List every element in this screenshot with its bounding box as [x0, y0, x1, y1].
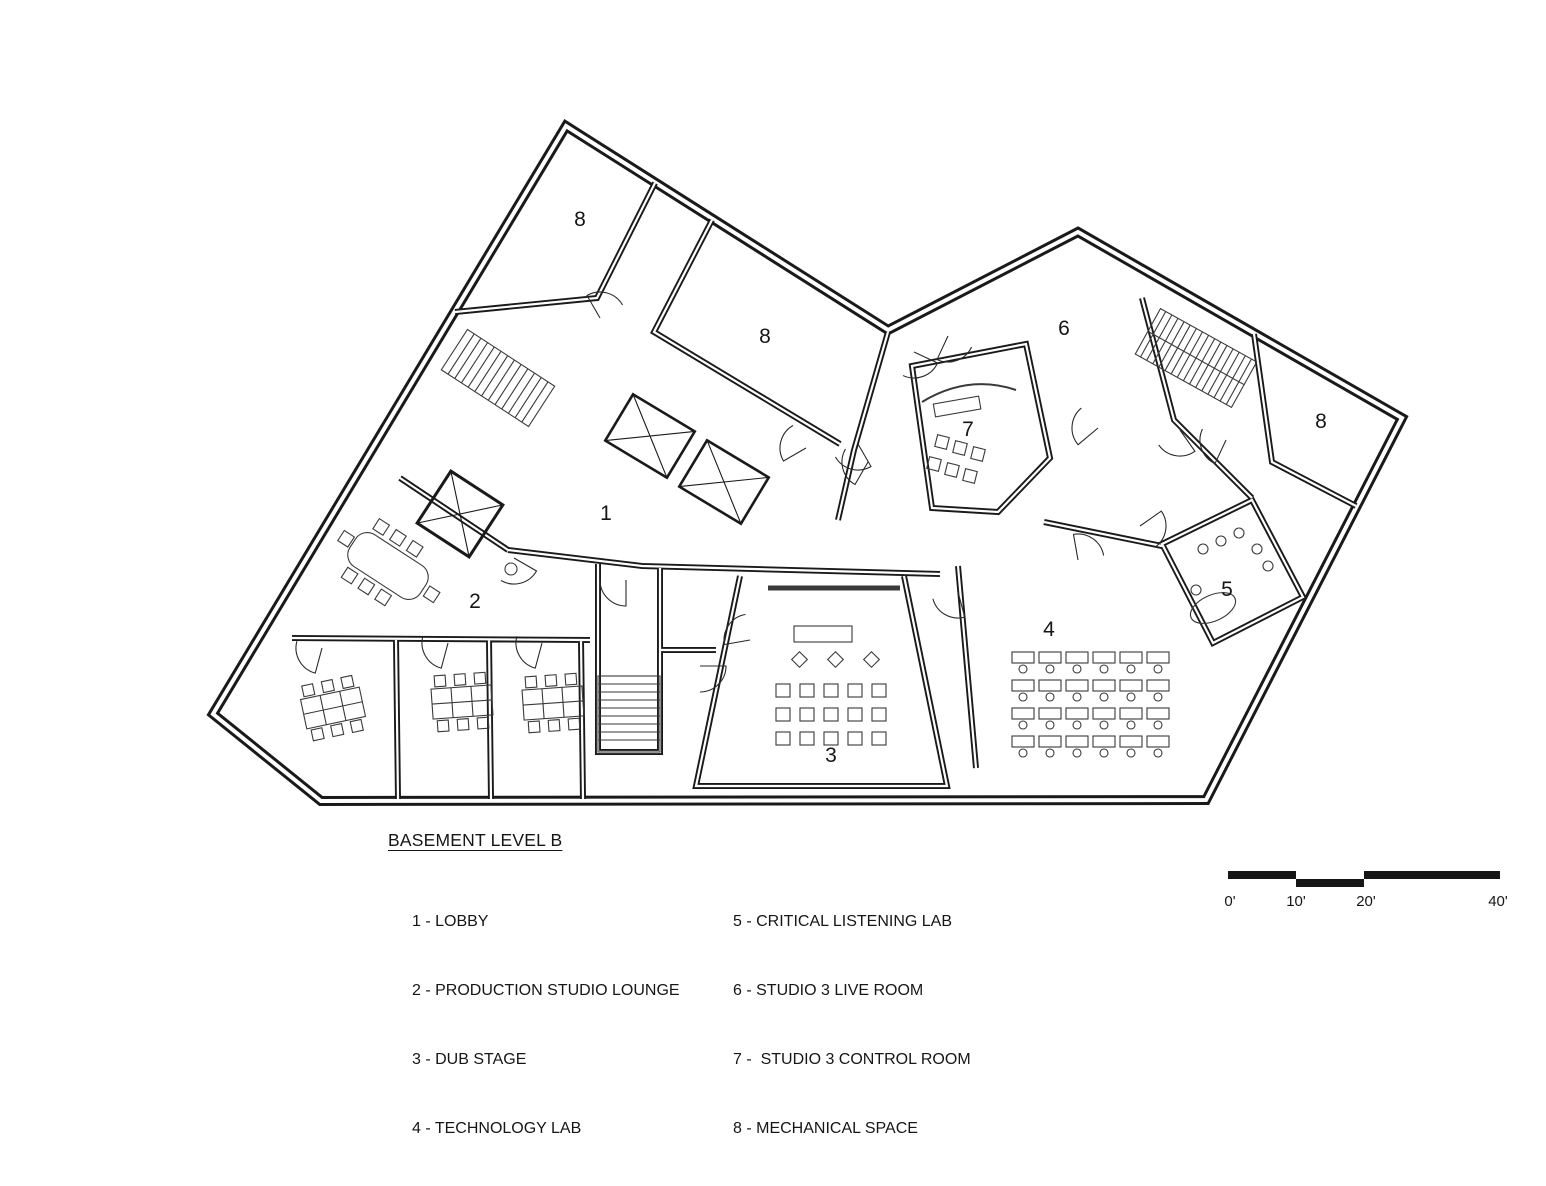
room-number: 8	[759, 325, 771, 348]
scale-bar: 0' 10' 20' 40'	[1224, 871, 1508, 911]
room-number: 1	[600, 502, 612, 525]
floor-plan-drawing: 8 8 6 8 7 1 5 2 4 3	[0, 0, 1546, 1000]
legend: BASEMENT LEVEL B 1 - LOBBY 2 - PRODUCTIO…	[388, 830, 971, 1186]
room-number: 6	[1058, 317, 1070, 340]
scale-bar-segment	[1296, 879, 1364, 887]
service-shaft	[415, 469, 505, 559]
booth-table	[299, 674, 367, 742]
legend-item: 1 - LOBBY	[412, 913, 489, 930]
lounge-table	[337, 517, 441, 607]
booth-table	[521, 672, 585, 734]
legend-item: 5 - CRITICAL LISTENING LAB	[733, 913, 953, 930]
scale-label: 10'	[1286, 893, 1306, 910]
room-number-labels: 8 8 6 8 7 1 5 2 4 3	[469, 208, 1327, 767]
booth-table	[430, 671, 494, 733]
legend-item: 8 - MECHANICAL SPACE	[733, 1120, 918, 1137]
elevator-shaft	[603, 392, 697, 480]
room-number: 8	[1315, 410, 1327, 433]
legend-item: 3 - DUB STAGE	[412, 1051, 527, 1068]
legend-title: BASEMENT LEVEL B	[388, 830, 563, 850]
listening-lab-furniture	[1189, 527, 1274, 624]
scale-bar-segment	[1364, 871, 1500, 879]
scale-label: 20'	[1356, 893, 1376, 910]
legend-item: 7 - STUDIO 3 CONTROL ROOM	[733, 1051, 971, 1068]
legend-item: 2 - PRODUCTION STUDIO LOUNGE	[412, 982, 680, 999]
stair-south	[597, 675, 661, 753]
scale-bar-segment	[1228, 871, 1296, 879]
room-number: 7	[962, 418, 974, 441]
floor-symbol	[504, 562, 518, 576]
dub-stage-furniture	[768, 585, 900, 746]
legend-column-1: 1 - LOBBY 2 - PRODUCTION STUDIO LOUNGE 3…	[412, 864, 733, 1186]
tech-lab-desks	[1011, 651, 1170, 758]
exterior-wall	[213, 126, 1402, 801]
legend-item: 4 - TECHNOLOGY LAB	[412, 1120, 582, 1137]
legend-column-2: 5 - CRITICAL LISTENING LAB 6 - STUDIO 3 …	[733, 864, 971, 1186]
elevator-shaft	[677, 438, 771, 526]
room-number: 4	[1043, 618, 1055, 641]
stair-northeast	[1134, 307, 1258, 409]
legend-columns: 1 - LOBBY 2 - PRODUCTION STUDIO LOUNGE 3…	[412, 864, 971, 1186]
room-number: 8	[574, 208, 586, 231]
control-room-furniture	[921, 383, 1017, 484]
interior-walls	[292, 183, 1356, 799]
room-number: 2	[469, 590, 481, 613]
room-number: 3	[825, 744, 837, 767]
room-number: 5	[1221, 578, 1233, 601]
stair-northwest	[440, 328, 556, 428]
plan-details	[299, 307, 1274, 758]
scale-label: 0'	[1224, 893, 1236, 910]
scale-label: 40'	[1488, 893, 1508, 910]
legend-item: 6 - STUDIO 3 LIVE ROOM	[733, 982, 924, 999]
